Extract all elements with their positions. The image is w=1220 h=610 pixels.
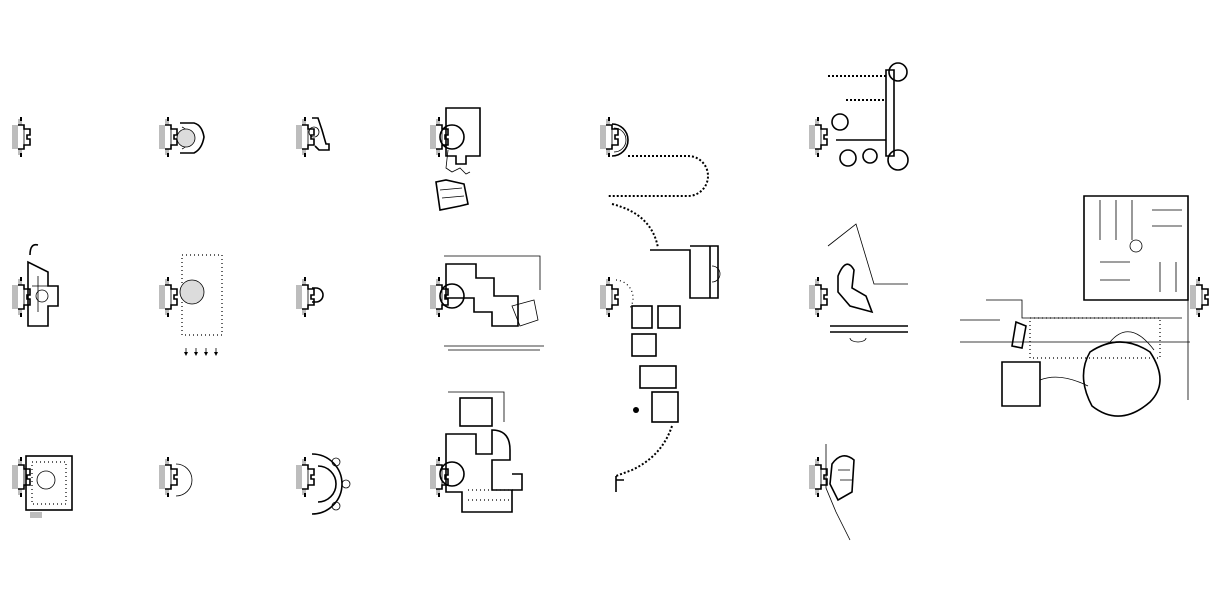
plan-r3-c3 <box>295 453 351 515</box>
plan-r1-c1 <box>11 116 31 158</box>
plan-r2-c7 <box>960 195 1209 417</box>
plan-r2-c4 <box>429 255 544 351</box>
plan-r2-c6 <box>808 223 908 343</box>
compass-marker-icon <box>599 276 619 318</box>
compass-marker-icon <box>11 116 31 158</box>
compass-marker-icon <box>808 276 828 318</box>
compass-marker-icon <box>1189 276 1209 318</box>
plan-r1-c4 <box>429 107 481 211</box>
plan-r3-c4 <box>429 391 523 513</box>
plan-r1-c5 <box>599 116 709 249</box>
plan-r2-c3 <box>295 276 324 318</box>
plan-r3-c2 <box>158 456 193 498</box>
compass-marker-icon <box>808 456 828 498</box>
plan-r1-c6 <box>808 62 909 171</box>
compass-marker-icon <box>158 456 178 498</box>
compass-marker-icon <box>295 116 315 158</box>
plan-r1-c3 <box>295 116 330 158</box>
plan-r2-c2 <box>158 254 223 356</box>
compass-marker-icon <box>295 456 315 498</box>
compass-marker-icon <box>158 276 178 318</box>
compass-marker-icon <box>599 116 619 158</box>
plan-r1-c2 <box>158 116 205 158</box>
compass-marker-icon <box>808 116 828 158</box>
compass-marker-icon <box>295 276 315 318</box>
compass-marker-icon <box>11 456 31 498</box>
plan-r2-c5 <box>599 245 721 492</box>
compass-marker-icon <box>158 116 178 158</box>
plan-r2-c1 <box>11 243 59 327</box>
plan-r3-c6 <box>808 444 855 541</box>
plan-r3-c1 <box>11 455 73 518</box>
